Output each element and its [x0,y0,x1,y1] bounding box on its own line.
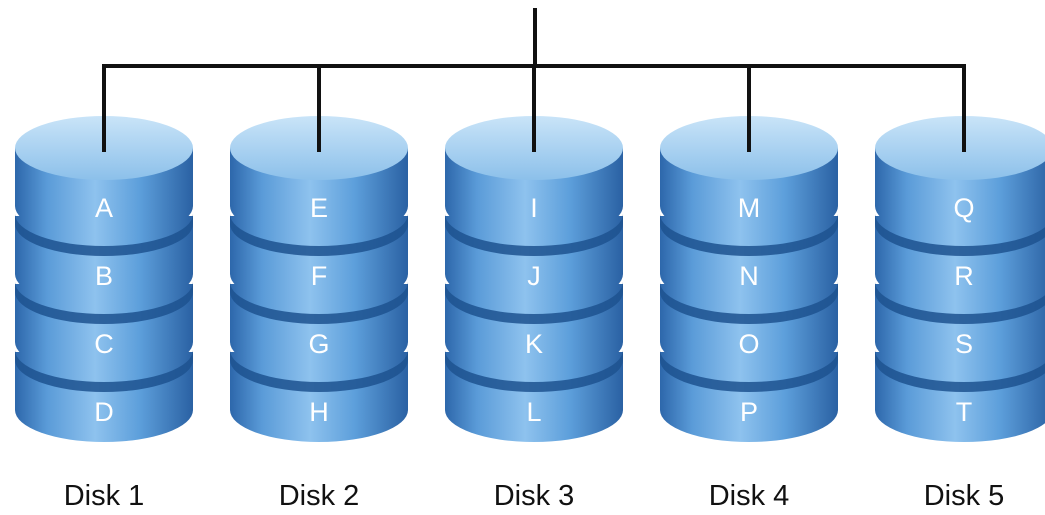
disk-label: Disk 5 [924,480,1005,512]
block-label: C [94,329,114,359]
disk-segment: R [875,216,1045,306]
disk-label: Disk 2 [279,480,360,512]
block-label: R [954,261,974,291]
block-label: B [95,261,113,291]
block-label: T [956,397,973,427]
segment-seam [230,282,408,324]
block-label: M [738,193,761,223]
disk-segment: Q [875,116,1045,238]
disk-segment: C [15,284,193,374]
disk-segment: G [230,284,408,374]
block-label: E [310,193,328,223]
disk-segment: D [15,352,193,442]
segment-body [230,216,408,306]
controller-connectors [102,8,966,152]
segment-seam [15,350,193,392]
disk-stack-5: T S R Q [875,116,1045,442]
segment-body [230,352,408,442]
block-label: A [95,193,113,223]
disk-stack-2: H G F E [230,116,408,442]
disk-segment: P [660,352,838,442]
block-label: D [94,397,114,427]
segment-seam [230,350,408,392]
segment-seam [230,214,408,256]
segment-seam [15,214,193,256]
disk-segment: O [660,284,838,374]
segment-body [660,284,838,374]
disk-segment: B [15,216,193,306]
block-label: O [738,329,759,359]
disk-segment: S [875,284,1045,374]
block-label: S [955,329,973,359]
segment-seam [875,214,1045,256]
disk-segment: K [445,284,623,374]
segment-seam [660,282,838,324]
segment-seam [15,282,193,324]
segment-body [445,284,623,374]
segment-seam [875,350,1045,392]
disk-stack-1: D C B A [15,116,193,442]
disk-segment: J [445,216,623,306]
disk-stacks: D C B A H G F E L K J I P O N M T S R Q [15,116,1045,442]
block-label: I [530,193,538,223]
disk-label: Disk 3 [494,480,575,512]
disk-segment: F [230,216,408,306]
segment-body [875,216,1045,306]
segment-body [15,284,193,374]
block-label: P [740,397,758,427]
segment-body [15,216,193,306]
block-label: Q [953,193,974,223]
disk-stack-4: P O N M [660,116,838,442]
cylinder-top [875,116,1045,180]
disk-stack-3: L K J I [445,116,623,442]
disk-label: Disk 4 [709,480,790,512]
segment-seam [660,214,838,256]
disk-captions: Disk 1 Disk 2 Disk 3 Disk 4 Disk 5 [64,480,1005,512]
segment-body [230,284,408,374]
block-label: N [739,261,759,291]
disk-segment: N [660,216,838,306]
segment-seam [875,282,1045,324]
block-label: J [527,261,541,291]
block-label: F [311,261,328,291]
segment-body [445,216,623,306]
segment-seam [445,282,623,324]
disk-segment: H [230,352,408,442]
block-label: H [309,397,329,427]
segment-seam [445,214,623,256]
segment-body [15,352,193,442]
segment-body [875,284,1045,374]
segment-body [660,352,838,442]
block-label: L [526,397,541,427]
segment-body [875,352,1045,442]
segment-body [660,216,838,306]
block-label: K [525,329,543,359]
segment-seam [445,350,623,392]
disk-segment: T [875,352,1045,442]
block-label: G [308,329,329,359]
segment-seam [660,350,838,392]
disk-segment: L [445,352,623,442]
segment-body [445,352,623,442]
disk-label: Disk 1 [64,480,145,512]
